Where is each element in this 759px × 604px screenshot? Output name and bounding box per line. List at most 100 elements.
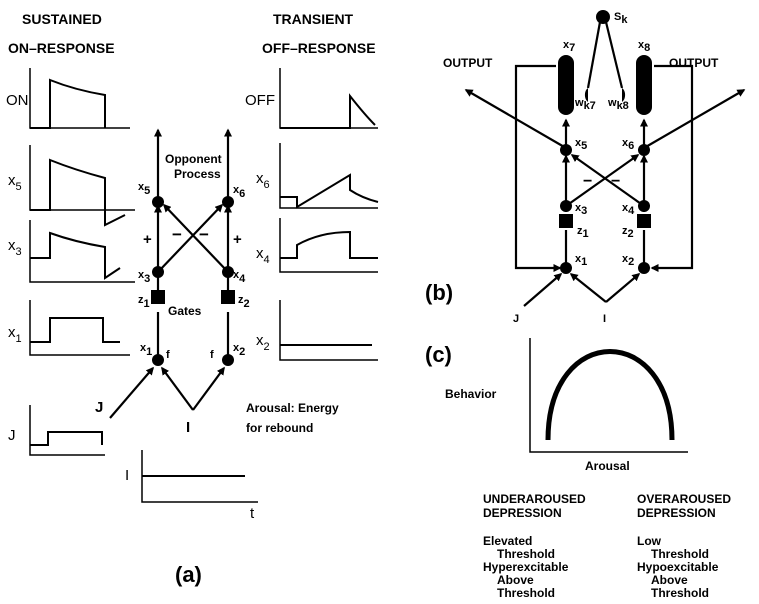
node-b-x6 [638,144,650,156]
svg-text:Process: Process [174,167,221,181]
node-x2 [222,354,234,366]
node-b-x1 [560,262,572,274]
node-x7 [558,55,574,115]
svg-text:DEPRESSION: DEPRESSION [483,506,562,520]
heading-off-response: OFF–RESPONSE [262,40,376,56]
svg-text:Hyperexcitable: Hyperexcitable [483,560,569,574]
svg-text:x2: x2 [256,332,270,353]
trace-x3: x3 [8,220,135,283]
svg-text:f: f [166,349,170,361]
gate-z1 [151,290,165,304]
svg-text:−: − [199,225,209,244]
svg-text:z2: z2 [622,225,634,240]
svg-text:−: − [172,225,182,244]
svg-text:f: f [210,349,214,361]
svg-text:z2: z2 [238,294,250,310]
svg-text:x3: x3 [8,237,22,258]
panel-c: (c) Behavior Arousal UNDERAROUSED DEPRES… [425,338,731,600]
svg-text:Threshold: Threshold [651,547,709,561]
node-x3 [152,266,164,278]
trace-x4: x4 [256,218,378,273]
node-x6 [222,196,234,208]
panel-a: SUSTAINED ON–RESPONSE TRANSIENT OFF–RESP… [6,11,379,587]
gate-b-z2 [637,214,651,228]
arousal-note-1: Arousal: Energy [246,401,339,415]
svg-text:z1: z1 [138,294,150,310]
inverted-u-curve [545,349,675,441]
svg-text:x5: x5 [8,172,22,193]
node-b-x4 [638,200,650,212]
svg-text:+: + [233,231,242,248]
trace-x5: x5 [8,145,135,227]
svg-text:OFF: OFF [245,92,275,109]
svg-text:x3: x3 [575,202,587,217]
ylabel-behavior: Behavior [445,387,497,401]
trace-j: J [8,405,105,456]
node-b-x2 [638,262,650,274]
node-x4 [222,266,234,278]
svg-text:ON: ON [6,92,29,109]
gate-z2 [221,290,235,304]
svg-text:I: I [125,467,129,484]
svg-text:wk7: wk7 [574,97,596,112]
svg-text:−: − [583,173,592,190]
svg-text:Threshold: Threshold [497,586,555,600]
svg-text:x3: x3 [138,269,150,285]
svg-text:x6: x6 [256,170,270,191]
svg-text:x5: x5 [575,137,587,152]
gated-dipole-network-a: x5 x6 x3 x4 z1 z2 x1 x2 f f J I + + − − … [95,128,250,436]
svg-text:wk8: wk8 [607,97,629,112]
svg-text:+: + [143,231,152,248]
panel-label-b: (b) [425,280,453,305]
svg-text:Elevated: Elevated [483,534,532,548]
svg-text:Low: Low [637,534,662,548]
xlabel-arousal: Arousal [585,459,630,473]
svg-text:J: J [513,313,519,325]
svg-text:z1: z1 [577,225,589,240]
svg-text:UNDERAROUSED: UNDERAROUSED [483,492,586,506]
svg-text:x5: x5 [138,181,150,197]
svg-text:OUTPUT: OUTPUT [669,56,719,70]
svg-text:x7: x7 [563,39,575,54]
svg-text:I: I [603,313,606,325]
svg-text:Hypoexcitable: Hypoexcitable [637,560,719,574]
heading-on-response: ON–RESPONSE [8,40,115,56]
svg-text:x1: x1 [575,253,587,268]
axes-c [529,338,688,453]
svg-text:Above: Above [497,573,534,587]
trace-i: I t [125,450,258,522]
svg-text:I: I [186,419,190,436]
gate-b-z1 [559,214,573,228]
svg-text:Above: Above [651,573,688,587]
svg-text:x4: x4 [233,269,246,285]
node-x8 [636,55,652,115]
svg-text:Threshold: Threshold [651,586,709,600]
svg-text:Gates: Gates [168,304,202,318]
node-b-x5 [560,144,572,156]
svg-text:OUTPUT: OUTPUT [443,56,493,70]
svg-text:t: t [250,505,255,522]
svg-text:OVERAROUSED: OVERAROUSED [637,492,731,506]
panel-label-a: (a) [175,562,202,587]
svg-text:x6: x6 [622,137,634,152]
svg-text:x1: x1 [8,324,22,345]
svg-text:x1: x1 [140,342,152,358]
svg-text:x2: x2 [233,342,245,358]
panel-b: Sk x7 x8 wk7 wk8 OUTPUT OUTPUT [425,10,746,325]
trace-on: ON [6,68,130,129]
node-x1 [152,354,164,366]
svg-text:x4: x4 [256,245,270,266]
panel-label-c: (c) [425,342,452,367]
overaroused-block: OVERAROUSED DEPRESSION Low Threshold Hyp… [637,492,731,600]
svg-text:Sk: Sk [614,11,628,26]
svg-text:x8: x8 [638,39,650,54]
trace-x1: x1 [8,300,130,356]
svg-text:−: − [611,173,620,190]
svg-text:x2: x2 [622,253,634,268]
svg-text:Opponent: Opponent [165,152,222,166]
trace-off: OFF [245,68,378,129]
trace-x2: x2 [256,300,378,361]
svg-text:DEPRESSION: DEPRESSION [637,506,716,520]
svg-text:J: J [8,427,16,444]
